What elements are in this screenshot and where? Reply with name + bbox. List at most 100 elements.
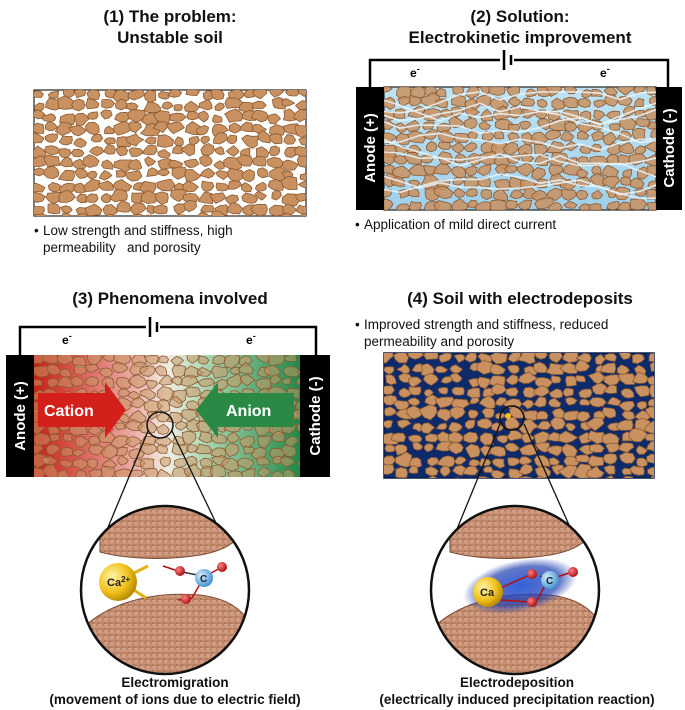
soil-grain	[224, 443, 240, 458]
soil-grain	[297, 90, 306, 97]
cathode3-label: Cathode (-)	[307, 376, 324, 455]
soil-grain	[398, 387, 413, 399]
soil-grain	[56, 375, 74, 389]
soil-grain	[42, 463, 60, 477]
soil-grain	[196, 124, 209, 136]
soil-grain	[520, 97, 536, 107]
soil-grain	[228, 366, 241, 375]
deposit-carbon-label: C	[546, 576, 553, 587]
soil-grain	[461, 465, 479, 476]
soil-grain	[49, 433, 60, 442]
soil-grain	[228, 122, 244, 134]
soil-grain	[146, 167, 159, 177]
circuit3-wire-right	[160, 325, 318, 355]
panel4-caption-line1: Electrodeposition	[459, 675, 574, 690]
soil-grain	[533, 385, 550, 397]
deposit-calcium-label: Ca	[480, 587, 495, 599]
soil-grain	[618, 442, 635, 453]
soil-grain	[34, 379, 43, 386]
soil-grain	[537, 98, 548, 108]
soil-grain	[464, 165, 478, 177]
soil-grain	[496, 435, 509, 444]
soil-grain	[608, 123, 621, 132]
soil-grain	[407, 376, 423, 388]
soil-grain	[161, 101, 174, 110]
soil-grain	[425, 140, 438, 153]
soil-grain	[241, 192, 259, 204]
cathode-electrode	[656, 87, 682, 210]
soil-grain	[634, 97, 645, 108]
soil-grain	[226, 470, 244, 477]
soil-grain	[85, 376, 100, 387]
soil-grain	[212, 355, 227, 366]
soil-grain	[579, 398, 592, 406]
soil-grain	[143, 90, 157, 103]
soil-grain	[587, 455, 605, 467]
soil-grain	[427, 456, 440, 467]
soil-grain	[453, 456, 467, 465]
soil-grain	[533, 396, 547, 408]
soil-grain	[509, 189, 524, 200]
soil-grain	[620, 388, 635, 399]
soil-grain	[550, 375, 562, 384]
soil-grain	[294, 125, 306, 139]
cathode3-electrode	[300, 355, 330, 477]
soil-grain	[210, 90, 225, 101]
soil-grain	[58, 156, 73, 168]
current-streak	[384, 151, 656, 167]
soil-grain	[492, 188, 509, 201]
soil-grain	[576, 130, 590, 140]
soil-grain	[644, 433, 654, 442]
soil-grain	[252, 90, 268, 100]
soil-grain	[487, 87, 506, 96]
soil-grain	[156, 134, 175, 148]
soil-grain	[186, 355, 201, 364]
soil-grain	[536, 475, 545, 478]
soil-grain	[606, 396, 622, 407]
soil-grain	[424, 433, 439, 443]
soil-grain	[104, 125, 116, 135]
circuit3-wire-left	[18, 325, 146, 355]
soil-grain	[591, 189, 604, 200]
panel3-caption-line2: (movement of ions due to electric field)	[49, 692, 301, 707]
soil-grain	[616, 201, 631, 210]
soil-grain	[282, 159, 299, 171]
soil-grain	[251, 100, 267, 110]
soil-grain	[493, 130, 505, 140]
soil-grain	[156, 443, 168, 454]
soil-grain	[599, 362, 617, 374]
soil-grain	[454, 153, 467, 164]
soil-grain	[282, 468, 296, 477]
soil-grain	[171, 364, 187, 378]
soil-grain	[635, 117, 650, 128]
soil-grain	[298, 360, 300, 364]
soil-grain	[268, 133, 283, 145]
soil-grain	[227, 180, 243, 190]
soil-grain	[408, 95, 422, 107]
soil-grain	[618, 451, 636, 464]
soil-grain	[44, 133, 58, 143]
panel1-bullet: •Low strength and stiffness, high permea…	[34, 222, 314, 256]
soil-grain	[89, 145, 105, 157]
soil-grain	[466, 387, 481, 399]
soil-grain	[269, 123, 286, 136]
soil-grain	[296, 155, 306, 168]
soil-grain	[90, 133, 104, 143]
soil-grain	[435, 422, 448, 431]
soil-grain	[463, 431, 479, 444]
soil-grain	[466, 188, 478, 197]
soil-grain	[43, 154, 60, 167]
soil-grain	[533, 353, 548, 360]
soil-grain	[116, 200, 131, 213]
soil-grain	[438, 353, 452, 363]
panel2-bullet: •Application of mild direct current	[355, 217, 557, 232]
soil-grain	[643, 420, 654, 434]
soil-grain	[102, 355, 115, 363]
soil-grain	[130, 202, 147, 216]
soil-grain	[271, 189, 282, 201]
soil-grain	[101, 98, 116, 109]
current-streak	[384, 102, 656, 144]
soil-grain	[71, 158, 87, 171]
soil-grain	[142, 467, 159, 477]
soil-grain	[86, 170, 98, 180]
